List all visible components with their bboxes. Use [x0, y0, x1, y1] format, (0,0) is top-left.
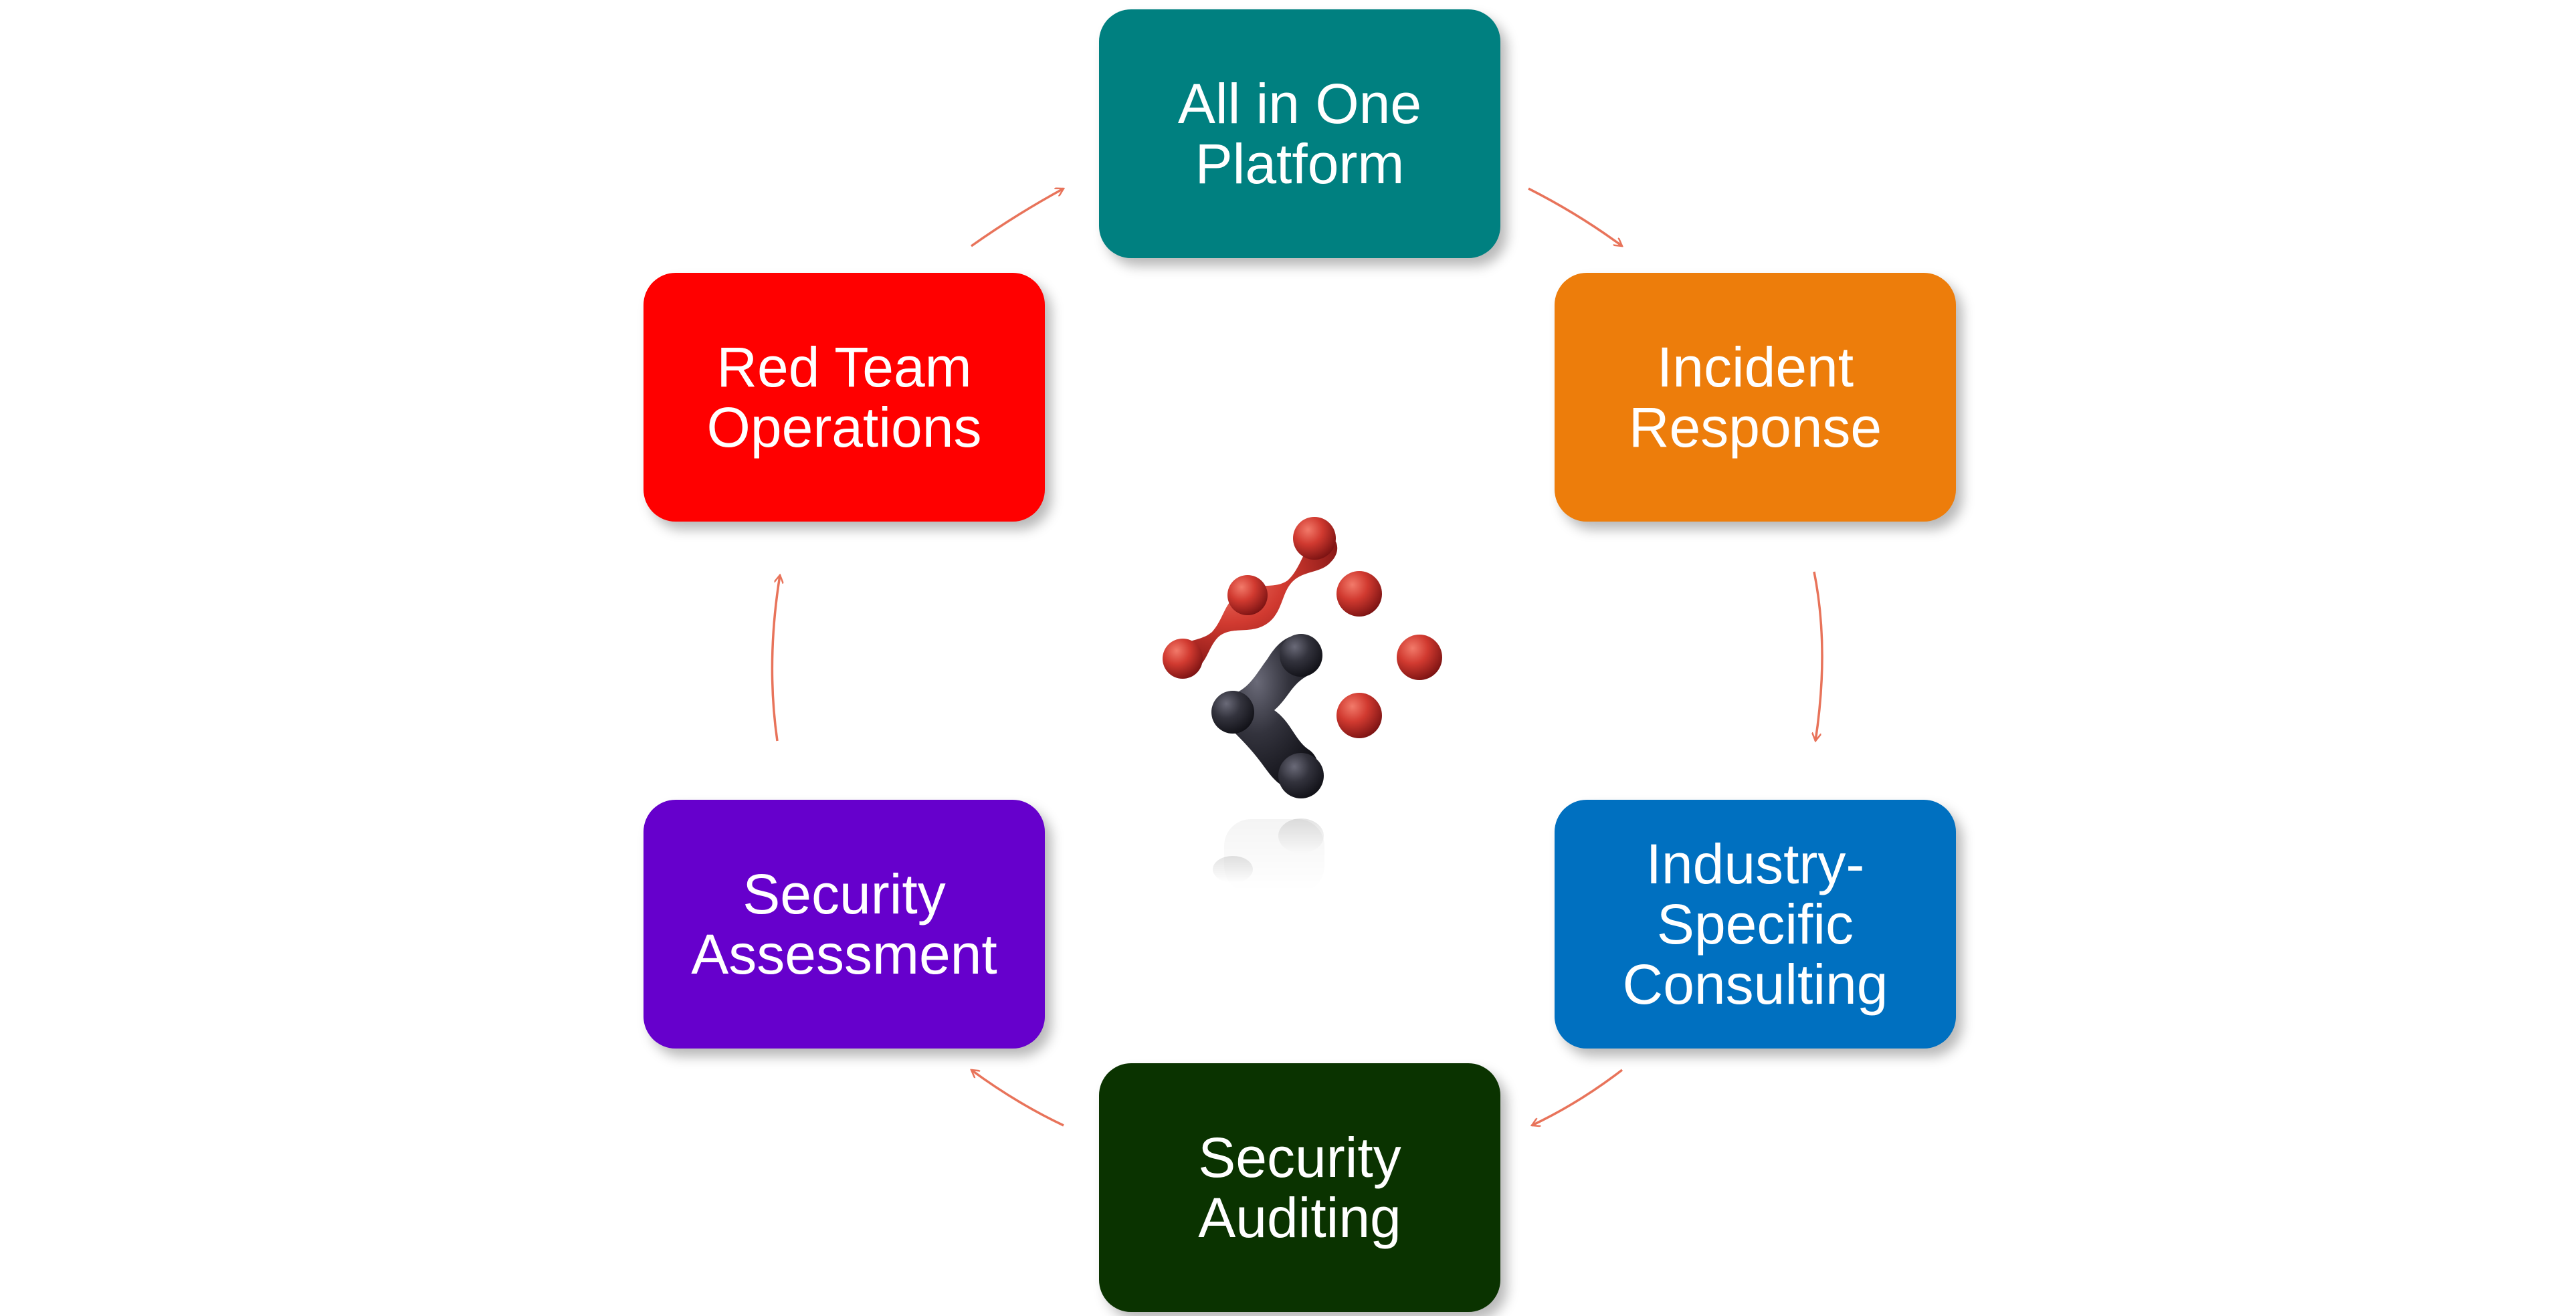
logo-red-dot — [1336, 693, 1382, 738]
arrow-redteam-to-platform — [970, 189, 1064, 247]
logo-red-dot — [1397, 635, 1442, 680]
node-all-in-one-platform: All in One Platform — [1099, 9, 1500, 258]
logo-red-dot — [1336, 571, 1382, 617]
arrow-consulting-to-auditing — [1532, 1069, 1623, 1125]
logo-reflection — [1213, 818, 1324, 893]
arrow-auditing-to-assessment — [971, 1070, 1064, 1127]
node-incident-response: Incident Response — [1555, 273, 1956, 522]
node-industry-specific-consulting: Industry- Specific Consulting — [1555, 800, 1956, 1049]
node-label: Security Auditing — [1198, 1126, 1401, 1249]
node-label: All in One Platform — [1177, 72, 1422, 195]
node-red-team-operations: Red Team Operations — [643, 273, 1045, 522]
node-label: Security Assessment — [691, 863, 997, 986]
node-security-auditing: Security Auditing — [1099, 1063, 1500, 1312]
arrow-incident-to-consulting — [1814, 571, 1823, 741]
arrow-platform-to-incident — [1528, 187, 1622, 246]
node-label: Incident Response — [1628, 336, 1882, 459]
logo-dark-chain — [1211, 634, 1324, 798]
arrow-assessment-to-redteam — [771, 575, 780, 742]
node-security-assessment: Security Assessment — [643, 800, 1045, 1049]
node-label: Industry- Specific Consulting — [1622, 833, 1888, 1016]
node-label: Red Team Operations — [706, 336, 982, 459]
logo-red-chain — [1163, 517, 1338, 679]
